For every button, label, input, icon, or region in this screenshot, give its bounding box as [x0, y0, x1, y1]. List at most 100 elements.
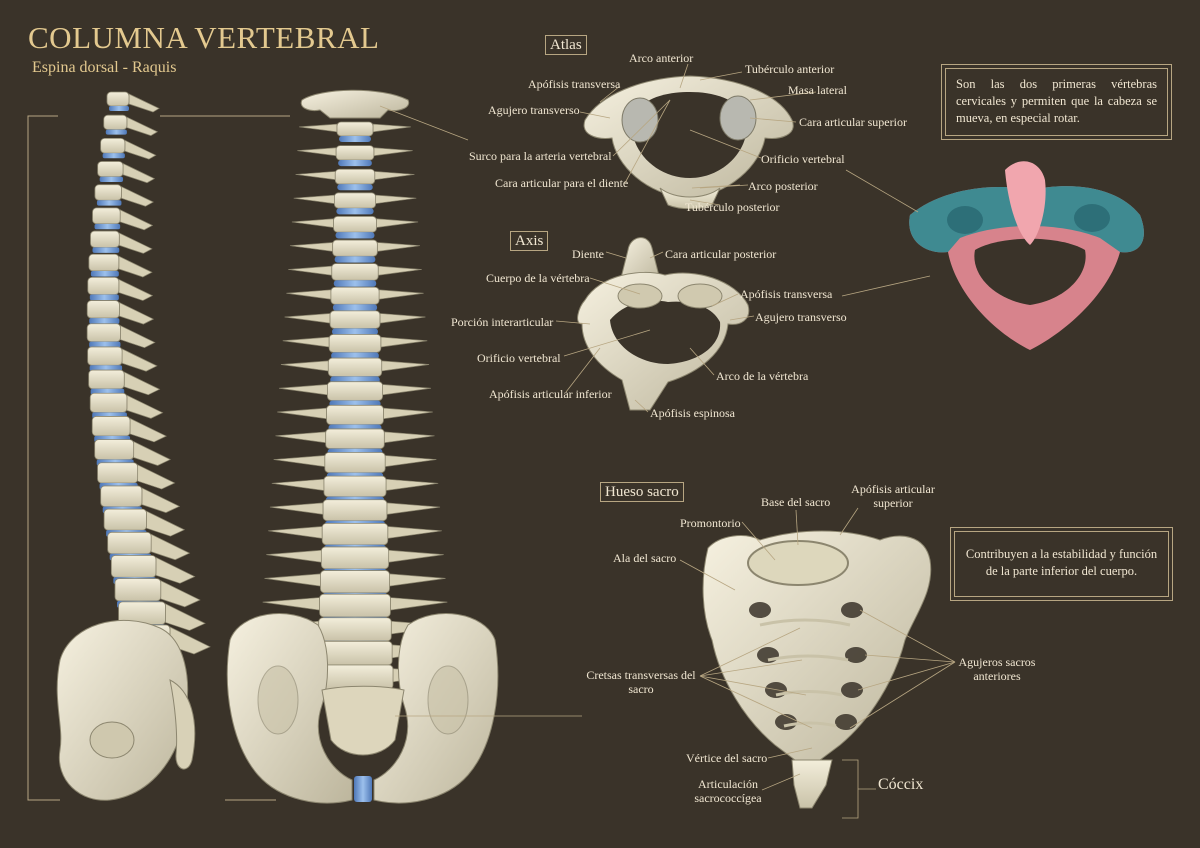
frontal-transverse-process — [382, 384, 431, 396]
label-sacro-base: Base del sacro — [761, 495, 831, 509]
frontal-transverse-process — [383, 431, 435, 444]
label-sacro-crestas: Cretsas transversas del sacro — [582, 668, 700, 696]
frontal-transverse-process — [293, 194, 335, 204]
lateral-vertebral-body — [87, 346, 123, 366]
frontal-vertebral-body — [318, 617, 392, 642]
lateral-spinous-process — [165, 603, 206, 631]
frontal-vertebral-body — [321, 522, 389, 546]
lateral-spinous-process — [160, 580, 201, 608]
lateral-vertebral-body — [114, 578, 162, 602]
lateral-spinous-process — [137, 464, 176, 490]
frontal-intervertebral-disc — [332, 304, 378, 311]
left-frame-lines — [27, 115, 290, 801]
lateral-intervertebral-disc — [109, 106, 129, 111]
frontal-intervertebral-disc — [333, 280, 377, 287]
label-sacro-agujeros: Agujeros sacros anteriores — [956, 655, 1038, 683]
label-sacro-apofisis-line2: superior — [873, 496, 913, 510]
frontal-transverse-process — [372, 123, 411, 133]
frontal-transverse-process — [373, 147, 413, 157]
label-axis-diente: Diente — [572, 247, 604, 261]
atlas-color-model — [909, 161, 1144, 350]
frontal-intervertebral-disc — [338, 160, 372, 167]
label-atlas-surco-arteria: Surco para la arteria vertebral — [469, 149, 612, 163]
lateral-spinous-process — [129, 417, 167, 443]
lateral-intervertebral-disc — [105, 129, 127, 135]
page-title: COLUMNA VERTEBRAL — [28, 20, 380, 55]
lateral-spinous-process — [121, 186, 154, 207]
frontal-transverse-process — [279, 384, 328, 396]
frontal-transverse-process — [262, 597, 320, 611]
frontal-transverse-process — [280, 360, 329, 372]
frontal-vertebral-body — [331, 263, 379, 281]
frontal-transverse-process — [378, 289, 424, 300]
lateral-vertebral-body — [86, 323, 121, 343]
lateral-vertebral-body — [107, 531, 152, 555]
frontal-vertebral-body — [329, 310, 381, 329]
lateral-vertebral-body — [94, 184, 122, 201]
sacral-crests — [759, 618, 851, 728]
label-coccix: Cóccix — [878, 776, 924, 793]
frontal-transverse-process — [384, 455, 437, 467]
frontal-transverse-process — [275, 431, 327, 444]
frontal-transverse-process — [374, 171, 415, 181]
label-sacro-agujeros-line1: Agujeros sacros — [958, 655, 1036, 669]
label-axis-cuerpo-vertebra: Cuerpo de la vértebra — [486, 271, 590, 285]
frontal-transverse-process — [381, 360, 430, 372]
frontal-transverse-process — [380, 336, 428, 348]
lateral-vertebral-body — [100, 485, 143, 508]
lateral-intervertebral-disc — [94, 223, 121, 230]
label-atlas-apofisis-transversa: Apófisis transversa — [528, 77, 621, 91]
frontal-transverse-process — [266, 549, 322, 563]
sacro-note: Contribuyen a la estabilidad y función d… — [950, 527, 1173, 601]
label-axis-porcion-interarticular: Porción interarticular — [451, 315, 554, 329]
label-sacro-crestas-line2: sacro — [628, 682, 654, 696]
label-sacro-crestas-line1: Cretsas transversas del — [586, 668, 696, 682]
frontal-transverse-process — [376, 242, 420, 252]
frontal-transverse-process — [376, 218, 419, 228]
lateral-intervertebral-disc — [89, 294, 119, 301]
frontal-intervertebral-disc — [337, 184, 373, 191]
label-sacro-articulacion: Articulación sacrococcígea — [690, 777, 766, 805]
label-sacro-articulacion-line2: sacrococcígea — [694, 791, 762, 805]
sacral-foramen — [841, 602, 863, 618]
frontal-vertebral-body — [327, 381, 383, 401]
frontal-transverse-process — [286, 289, 332, 300]
frontal-vertebral-body — [327, 357, 383, 377]
frontal-transverse-process — [377, 265, 422, 276]
lateral-spinous-process — [118, 232, 153, 254]
label-atlas-masa-lateral: Masa lateral — [788, 83, 847, 97]
frontal-transverse-process — [271, 478, 325, 491]
frontal-transverse-process — [299, 123, 338, 133]
lateral-vertebral-body — [106, 91, 130, 107]
frontal-transverse-process — [291, 218, 334, 228]
sacrum-bone — [702, 530, 932, 809]
section-atlas-label: Atlas — [545, 35, 587, 55]
frontal-transverse-process — [379, 313, 426, 324]
lateral-spinous-process — [123, 371, 161, 396]
lateral-spinous-process — [124, 139, 157, 160]
sacral-foramen — [775, 714, 797, 730]
frontal-transverse-process — [375, 194, 417, 204]
label-atlas-arco-posterior: Arco posterior — [748, 179, 818, 193]
sacral-foramen — [835, 714, 857, 730]
label-atlas-agujero-transverso: Agujero transverso — [488, 103, 580, 117]
frontal-vertebral-body — [319, 593, 391, 618]
frontal-transverse-process — [273, 455, 326, 467]
frontal-transverse-process — [385, 478, 439, 491]
frontal-transverse-process — [269, 502, 324, 515]
lateral-spinous-process — [150, 533, 191, 561]
atlas-vertebra — [583, 75, 794, 210]
lateral-intervertebral-disc — [96, 200, 122, 206]
lateral-vertebral-body — [90, 230, 120, 248]
lateral-spinous-process — [128, 93, 160, 113]
frontal-transverse-process — [268, 526, 323, 539]
label-atlas-tuberculo-anterior: Tubérculo anterior — [745, 62, 835, 76]
lateral-spine-illustration — [86, 91, 211, 655]
label-axis-agujero-transverso: Agujero transverso — [755, 310, 847, 324]
lateral-intervertebral-disc — [92, 247, 120, 253]
frontal-vertebral-body — [320, 546, 390, 570]
lateral-spinous-process — [155, 556, 196, 584]
label-atlas-arco-anterior: Arco anterior — [629, 51, 694, 65]
frontal-vertebral-body — [336, 121, 374, 137]
label-sacro-promontorio: Promontorio — [680, 516, 741, 530]
